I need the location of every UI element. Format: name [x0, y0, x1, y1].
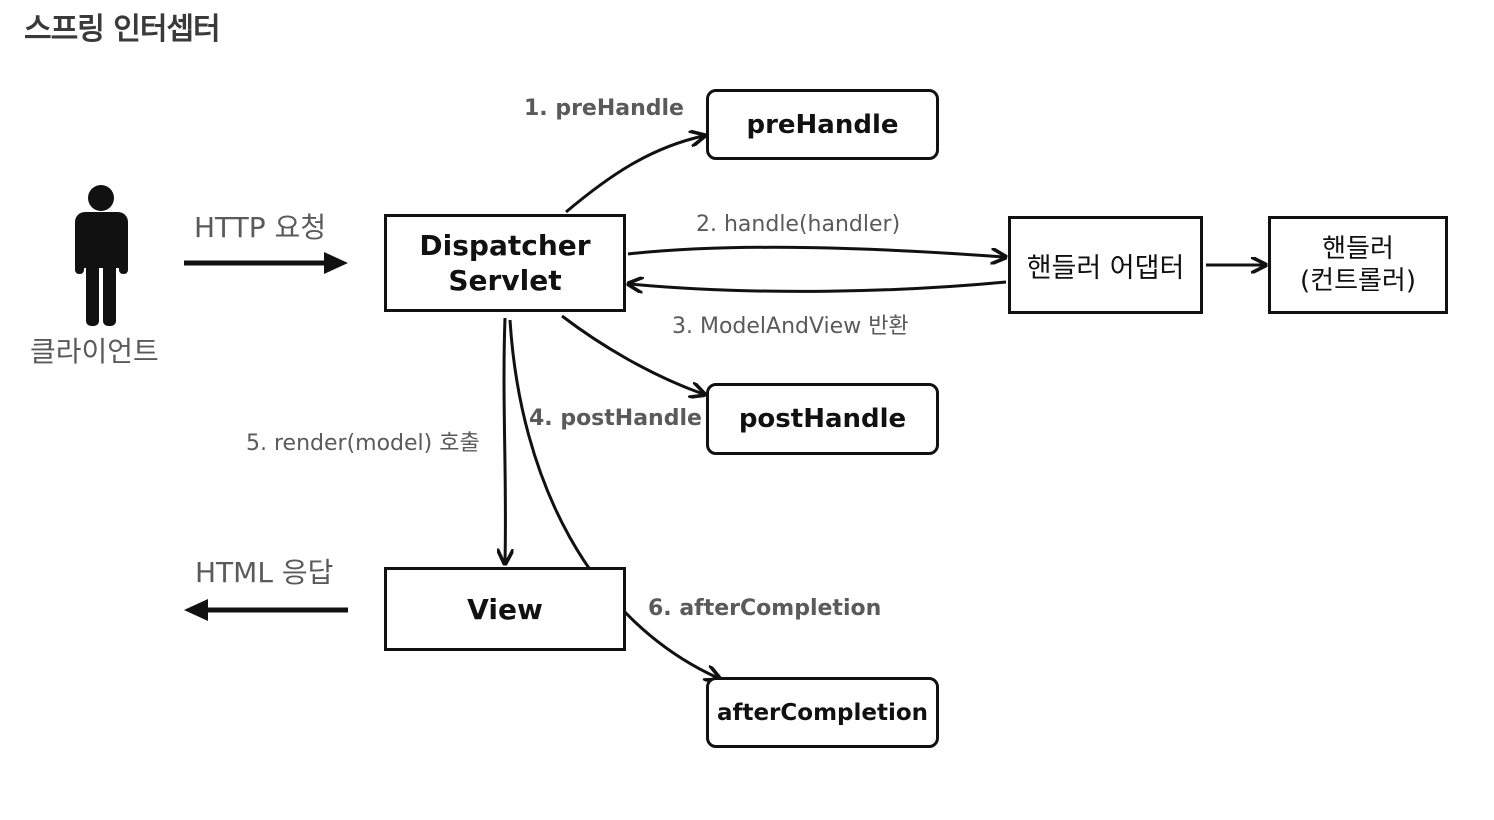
- edge-label-modelandview: 3. ModelAndView 반환: [672, 314, 909, 339]
- handler-adapter-label: 핸들러 어댑터: [1026, 252, 1185, 284]
- prehandle-box-label: preHandle: [746, 109, 899, 140]
- edge-label-posthandle: 4. postHandle: [529, 406, 702, 431]
- edge-label-aftercompletion: 6. afterCompletion: [648, 596, 882, 621]
- dispatcher-servlet-line2: Servlet: [448, 264, 562, 297]
- posthandle-box: postHandle: [706, 383, 939, 455]
- aftercompletion-box-label: afterCompletion: [716, 699, 929, 726]
- handler-line1: 핸들러: [1322, 233, 1394, 264]
- handler-adapter-box: 핸들러 어댑터: [1008, 216, 1203, 314]
- edge-label-handle: 2. handle(handler): [696, 212, 901, 237]
- http-request-arrow: [184, 252, 348, 274]
- render-arrow: [504, 317, 505, 562]
- edge-label-render: 5. render(model) 호출: [246, 431, 480, 456]
- modelandview-arrow: [630, 282, 1007, 291]
- prehandle-box: preHandle: [706, 89, 939, 160]
- posthandle-box-label: postHandle: [738, 404, 907, 434]
- dispatcher-servlet-box: Dispatcher Servlet: [384, 214, 626, 312]
- page-title: 스프링 인터셉터: [24, 12, 221, 47]
- view-box: View: [384, 567, 626, 651]
- dispatcher-servlet-line1: Dispatcher: [419, 229, 591, 262]
- edge-label-prehandle: 1. preHandle: [524, 96, 684, 121]
- prehandle-arrow: [565, 136, 703, 214]
- client-label: 클라이언트: [30, 335, 159, 368]
- handler-line2: (컨트롤러): [1300, 266, 1416, 296]
- html-response-label: HTML 응답: [195, 556, 334, 589]
- handler-box: 핸들러 (컨트롤러): [1268, 216, 1448, 314]
- view-label: View: [467, 592, 543, 626]
- html-response-arrow: [184, 599, 348, 621]
- http-request-label: HTTP 요청: [194, 211, 327, 244]
- person-icon: [75, 185, 128, 326]
- handle-arrow: [627, 245, 1004, 257]
- aftercompletion-box: afterCompletion: [706, 677, 939, 748]
